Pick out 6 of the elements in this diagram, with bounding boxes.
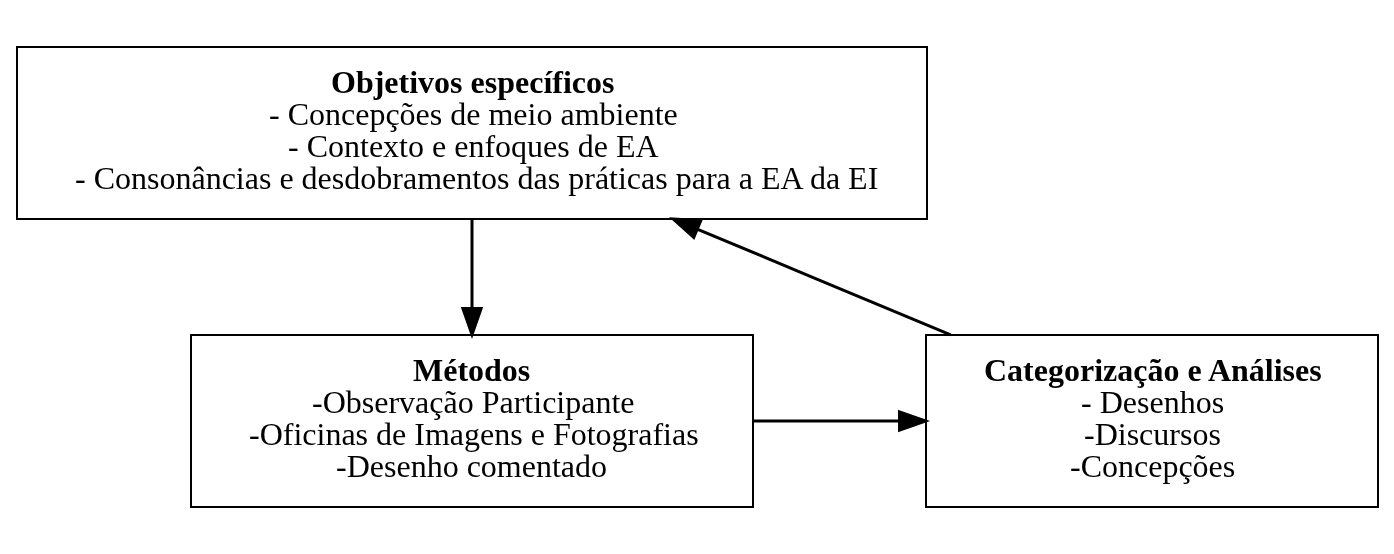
node-box: Objetivos específicos - Concepções de meio ambiente - Contexto e enfoques de EA - Consonâncias e desdobramentos das práticas para a EA da EI xyxy=(15,46,928,220)
node-box: Métodos -Observação Participante -Oficinas de Imagens e Fotografias -Desenho comentado xyxy=(189,334,754,508)
arrow xyxy=(668,217,951,337)
node-box: Categorização e Análises - Desenhos -Discursos -Concepções xyxy=(924,334,1379,508)
arrow xyxy=(753,409,930,433)
arrow xyxy=(460,219,483,339)
